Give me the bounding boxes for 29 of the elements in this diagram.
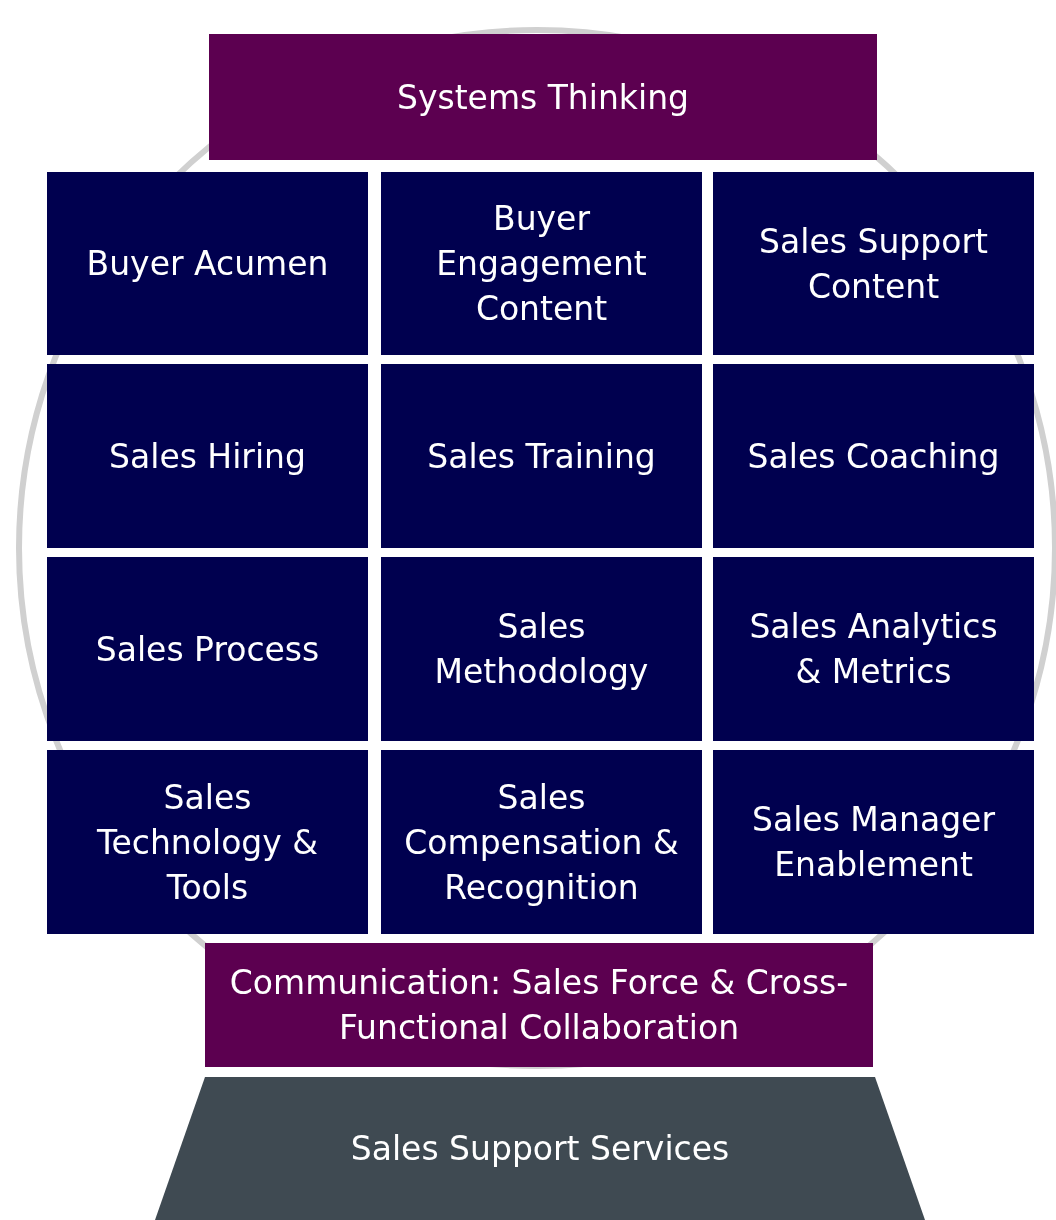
category-box (713, 750, 1034, 934)
category-label: Sales Manager Enablement (751, 799, 996, 886)
category-label: Sales Compensation & Recognition (403, 776, 680, 909)
header-banner (209, 34, 877, 160)
category-label: Sales Coaching (747, 435, 1000, 478)
category-box (713, 172, 1034, 355)
category-box (381, 172, 702, 355)
category-box (47, 557, 368, 741)
banner-label: Communication: Sales Force & Cross-Functional Collaboration (228, 962, 850, 1049)
category-label: Sales Support Content (758, 220, 989, 308)
category-label: Sales Technology & Tools (95, 776, 320, 909)
category-box (381, 364, 702, 548)
category-box (381, 557, 702, 741)
category-label: Sales Hiring (109, 435, 306, 478)
category-label: Buyer Acumen (86, 243, 329, 285)
category-box (47, 172, 368, 355)
category-box (713, 364, 1034, 548)
category-label: Sales Process (95, 628, 320, 671)
category-box (47, 364, 368, 548)
category-label: Buyer Engagement Content (435, 198, 648, 330)
category-label: Sales Training (427, 435, 656, 478)
category-label: Sales Methodology (433, 606, 650, 693)
category-box (381, 750, 702, 934)
banner-label: Sales Support Services (350, 1128, 730, 1170)
category-box (47, 750, 368, 934)
category-box (713, 557, 1034, 741)
category-label: Sales Analytics & Metrics (748, 606, 999, 693)
banner-label: Systems Thinking (396, 76, 689, 119)
footer-banner (205, 943, 873, 1067)
